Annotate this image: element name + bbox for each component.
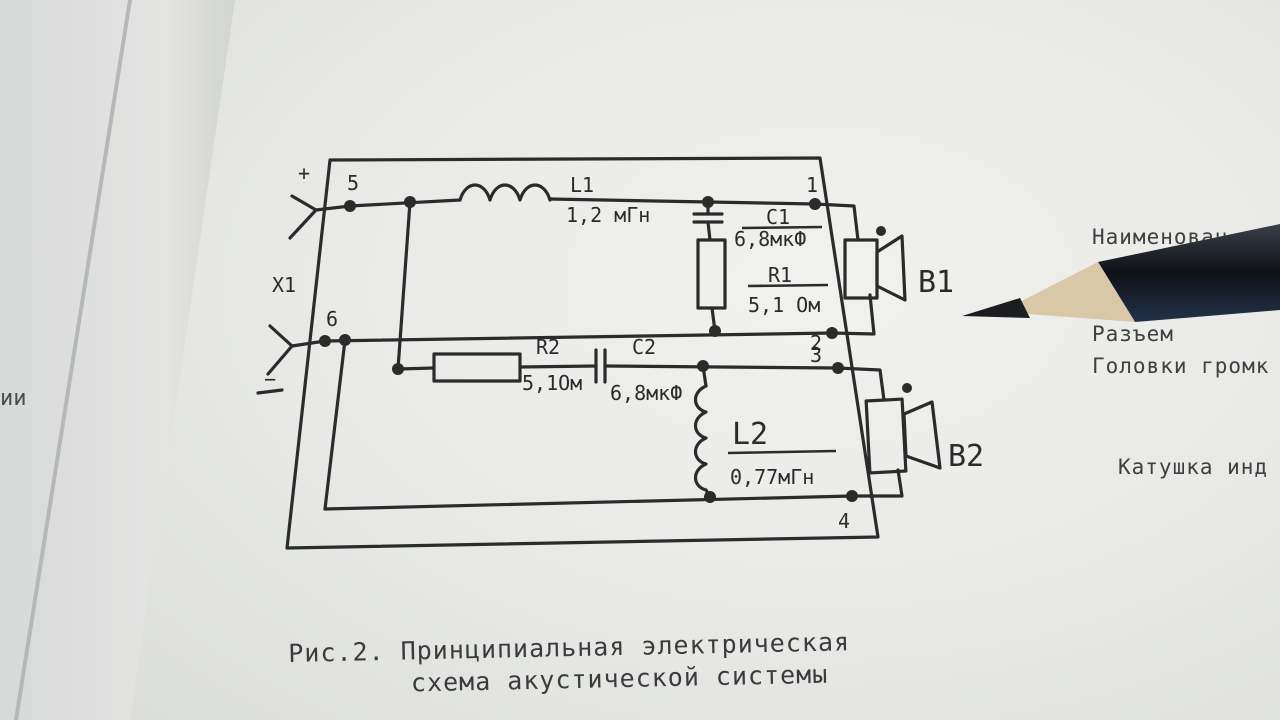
c2-value: 6,8мкФ [610,381,682,405]
left-page-text: ии [0,386,27,411]
right-list-item: Разъем [1092,322,1174,346]
wire-b1-top [813,202,860,242]
node-4-dot [846,490,858,502]
terminal-minus-label: − [264,367,276,391]
r1-value: 5,1 Ом [748,293,820,317]
speaker-B1-cone [875,234,907,302]
speaker-b2-label: B2 [948,439,984,474]
node-2-dot [826,327,838,339]
r2-name: R2 [536,335,560,359]
node-4-label: 4 [838,509,850,533]
junction-dot [704,491,716,503]
speaker-B2-cone [902,400,942,470]
wire-b2-bottom [850,468,904,498]
pencil-lead [962,298,1030,318]
l2-name: L2 [732,417,768,452]
node-6-label: 6 [326,307,338,331]
r1-name: R1 [768,263,792,287]
speaker-B1-polarity-dot [876,226,886,236]
junction-dot [392,363,404,375]
node-3-label: 3 [810,343,822,367]
l1-name: L1 [570,173,594,197]
wire-node6-down [323,338,347,511]
node-1-label: 1 [806,173,818,197]
inductor-L2 [693,384,708,492]
junction-dot [339,334,351,346]
wire-return-middle [323,331,834,343]
node-2-label: 2 [810,331,822,355]
r2-value: 5,1Ом [522,371,582,395]
c1-value: 6,8мкФ [734,227,806,251]
wire-top-right [548,197,817,206]
speaker-b1-label: B1 [918,265,954,300]
node-5-dot [344,200,356,212]
junction-dot [709,325,721,337]
right-list-item: Катушка инд [1118,455,1269,479]
junction-dot [702,196,714,208]
enclosure-frame [285,156,880,550]
c2-name: C2 [632,335,656,359]
inductor-L1 [458,183,552,202]
speaker-B2-polarity-dot [902,383,912,393]
node-3-dot [832,362,844,374]
l2-value: 0,77мГн [730,465,814,489]
pencil-body [1098,224,1280,322]
main-page [130,0,1280,720]
terminal-plus-label: + [298,161,310,185]
c1-name: C1 [766,205,790,229]
wire-b2-top [836,366,886,402]
wire-bottom [323,494,854,511]
l1-value: 1,2 мГн [566,203,650,227]
pencil-wood [1000,262,1135,322]
wire-b1-bottom [830,293,876,336]
node-5-label: 5 [347,171,359,195]
connector-x1-label: X1 [272,273,296,297]
node-6-dot [319,335,331,347]
junction-dot [697,360,709,372]
right-list-item: Головки громк [1092,354,1270,378]
node-1-dot [809,198,821,210]
junction-dot [404,196,416,208]
